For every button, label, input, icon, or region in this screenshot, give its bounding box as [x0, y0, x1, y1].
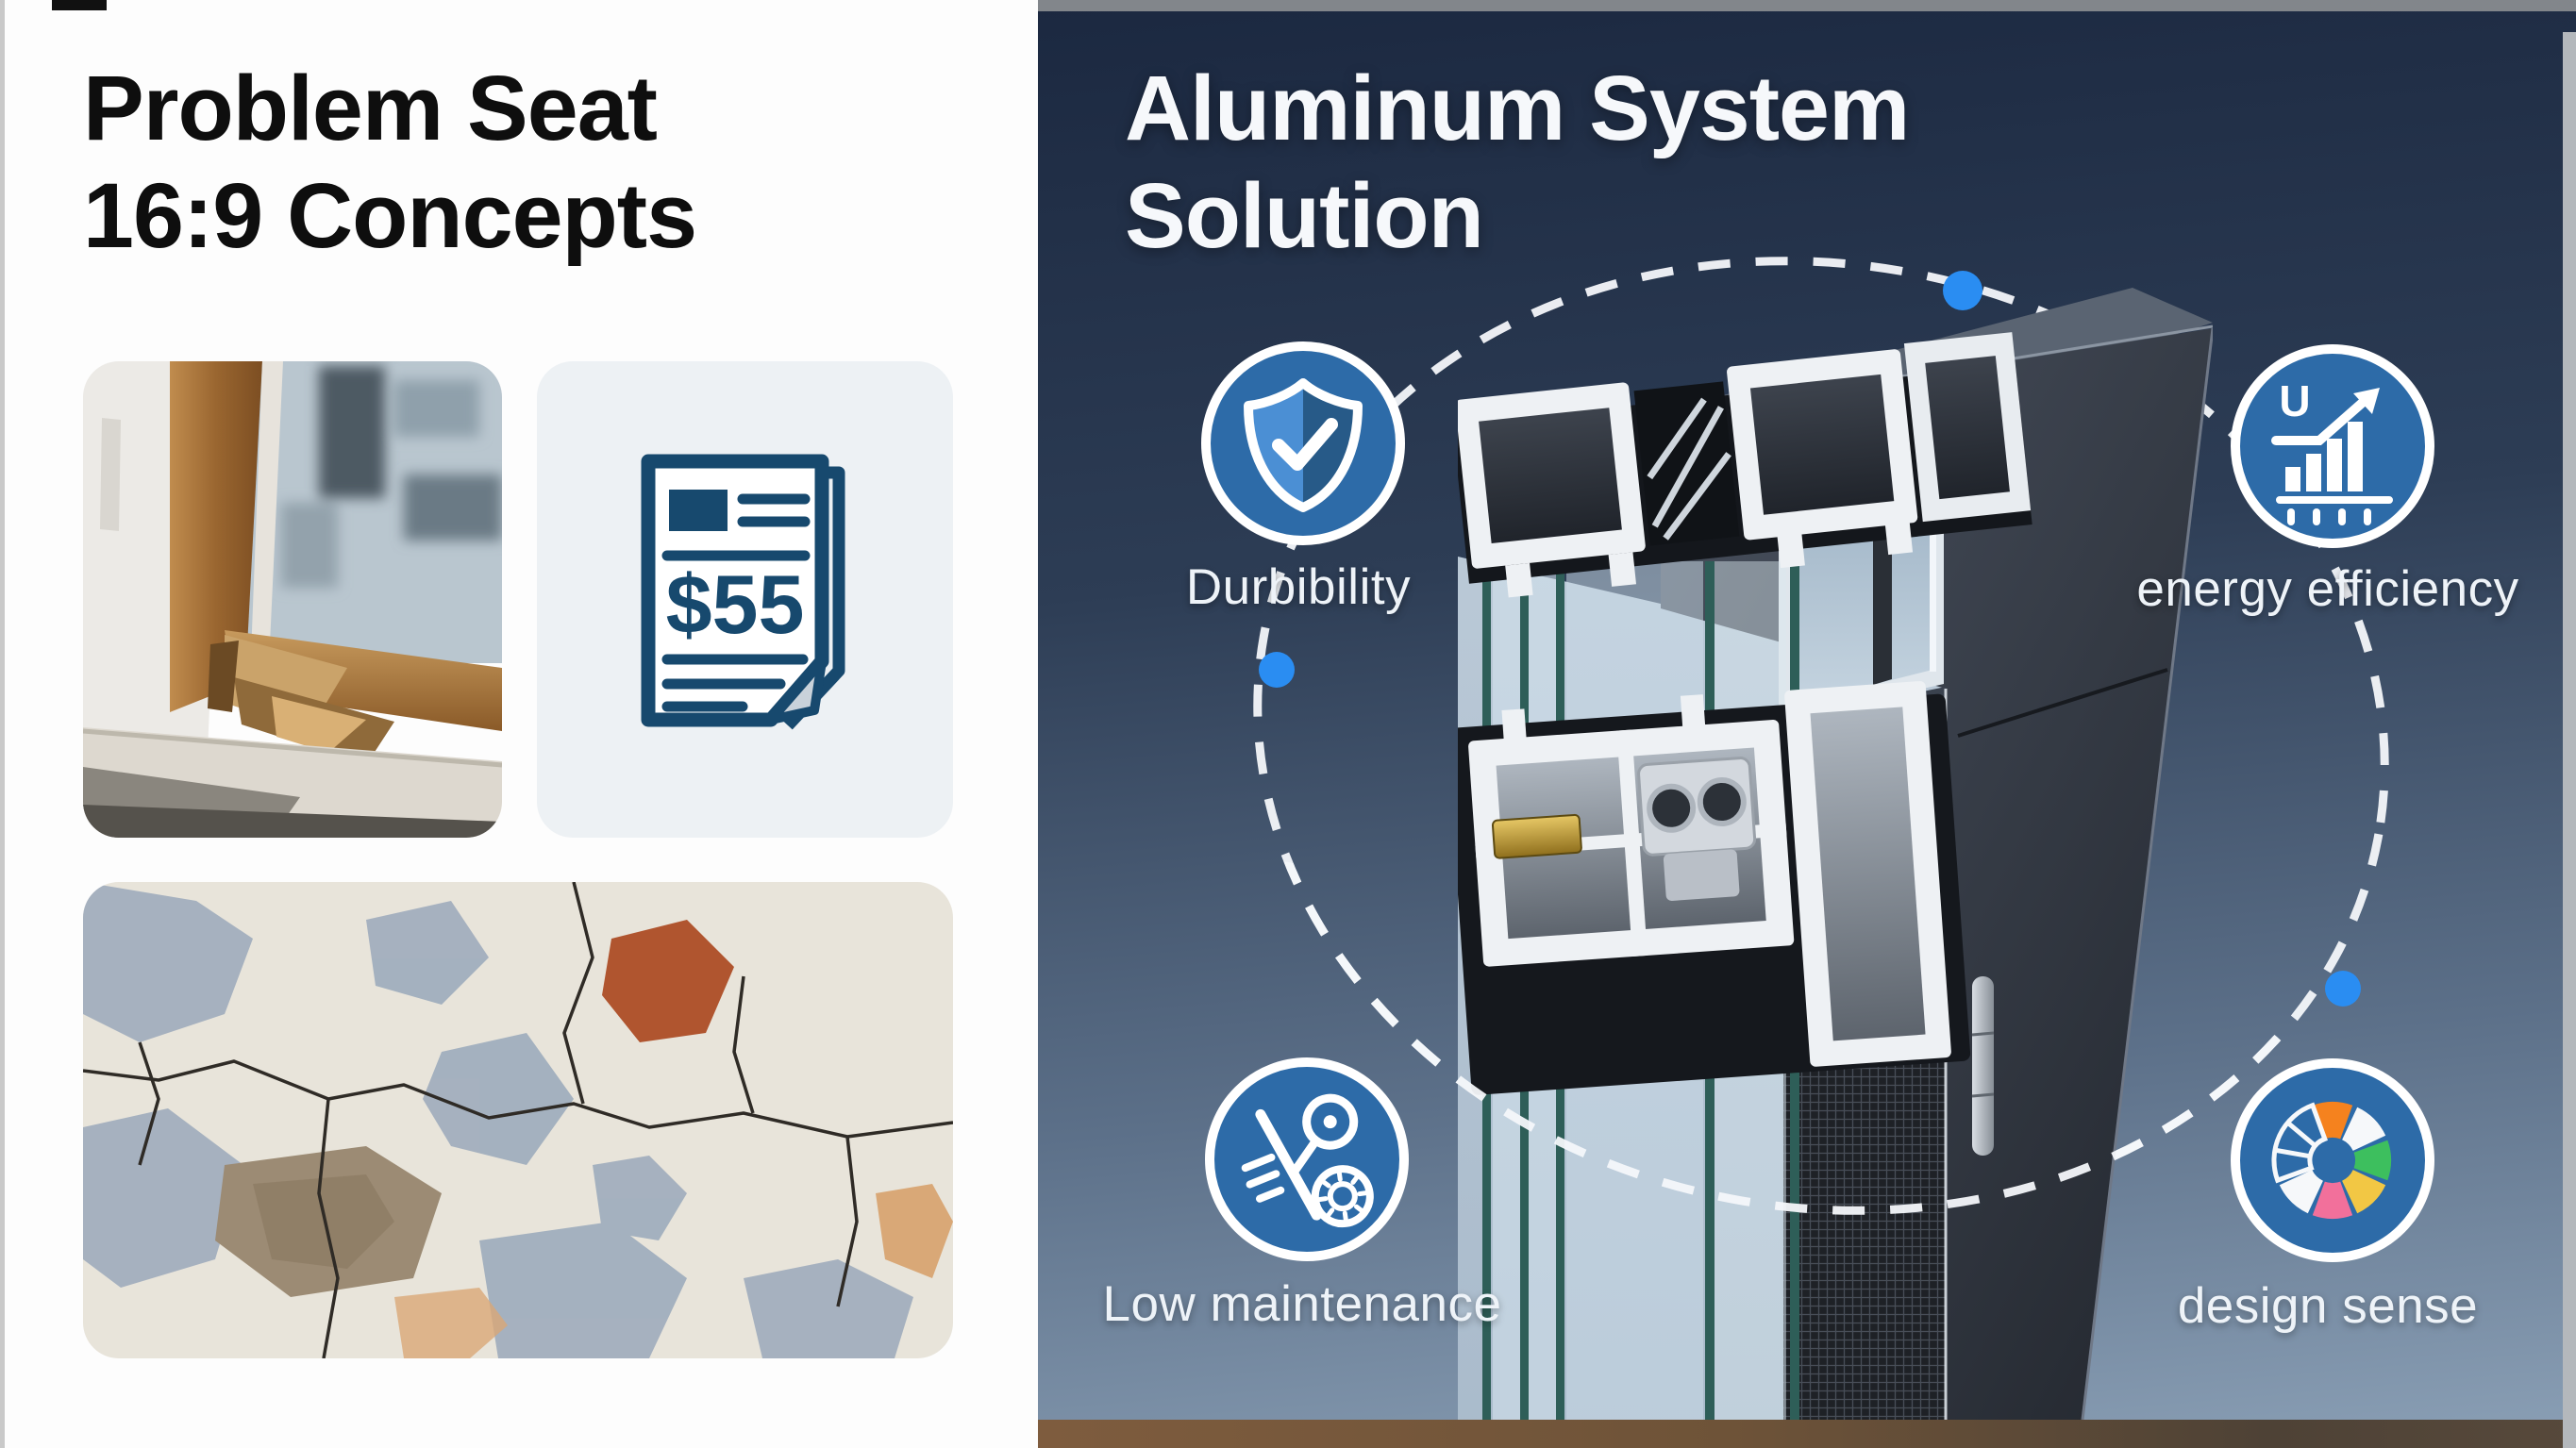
- connector-dot-left: [1259, 652, 1295, 688]
- u-value-letter: U: [2279, 376, 2310, 425]
- repair-cost-card: $55: [537, 361, 953, 838]
- feature-label-design-sense: design sense: [2177, 1278, 2479, 1334]
- color-wheel-icon: [2231, 1058, 2434, 1262]
- peeling-paint-photo: [83, 882, 953, 1358]
- feature-label-energy-efficiency: energy efficiency: [2136, 561, 2519, 617]
- damaged-window-photo: [83, 361, 502, 838]
- slide-left-edge: [0, 0, 5, 1448]
- aluminum-profile-cutaway: [1458, 288, 2213, 1422]
- top-profile-cluster: [1458, 332, 2032, 598]
- corner-mark: [52, 0, 107, 10]
- solution-panel: Aluminum System Solution: [1038, 0, 2576, 1448]
- solution-title-line2: Solution: [1125, 164, 1484, 268]
- window-sill: [1038, 1420, 2576, 1448]
- peeling-paint-illustration: [83, 882, 953, 1358]
- repair-cost-value: $55: [666, 558, 805, 651]
- shield-check-icon: [1201, 341, 1405, 545]
- brass-hardware: [1491, 813, 1582, 859]
- problem-title-line2: 16:9 Concepts: [83, 164, 697, 268]
- invoice-icon: $55: [641, 454, 845, 730]
- slide-top-edge: [1038, 0, 2576, 11]
- hinge: [1971, 976, 1995, 1156]
- bar-chart-growth-icon: U: [2231, 344, 2434, 548]
- feature-label-low-maintenance: Low maintenance: [1102, 1276, 1502, 1332]
- mid-profile-cluster: [1458, 681, 1971, 1095]
- solution-title: Aluminum System Solution: [1125, 55, 2163, 271]
- damaged-window-illustration: [83, 361, 502, 838]
- feature-label-durability: Durbibility: [1185, 559, 1412, 615]
- solution-title-line1: Aluminum System: [1125, 57, 1910, 159]
- slide-right-edge: [2563, 32, 2576, 1448]
- no-maintenance-icon: [1205, 1057, 1409, 1261]
- connector-dot-right: [2325, 971, 2361, 1007]
- problem-panel: Problem Seat 16:9 Concepts: [0, 0, 1038, 1448]
- problem-title: Problem Seat 16:9 Concepts: [83, 55, 1008, 271]
- problem-title-line1: Problem Seat: [83, 57, 658, 159]
